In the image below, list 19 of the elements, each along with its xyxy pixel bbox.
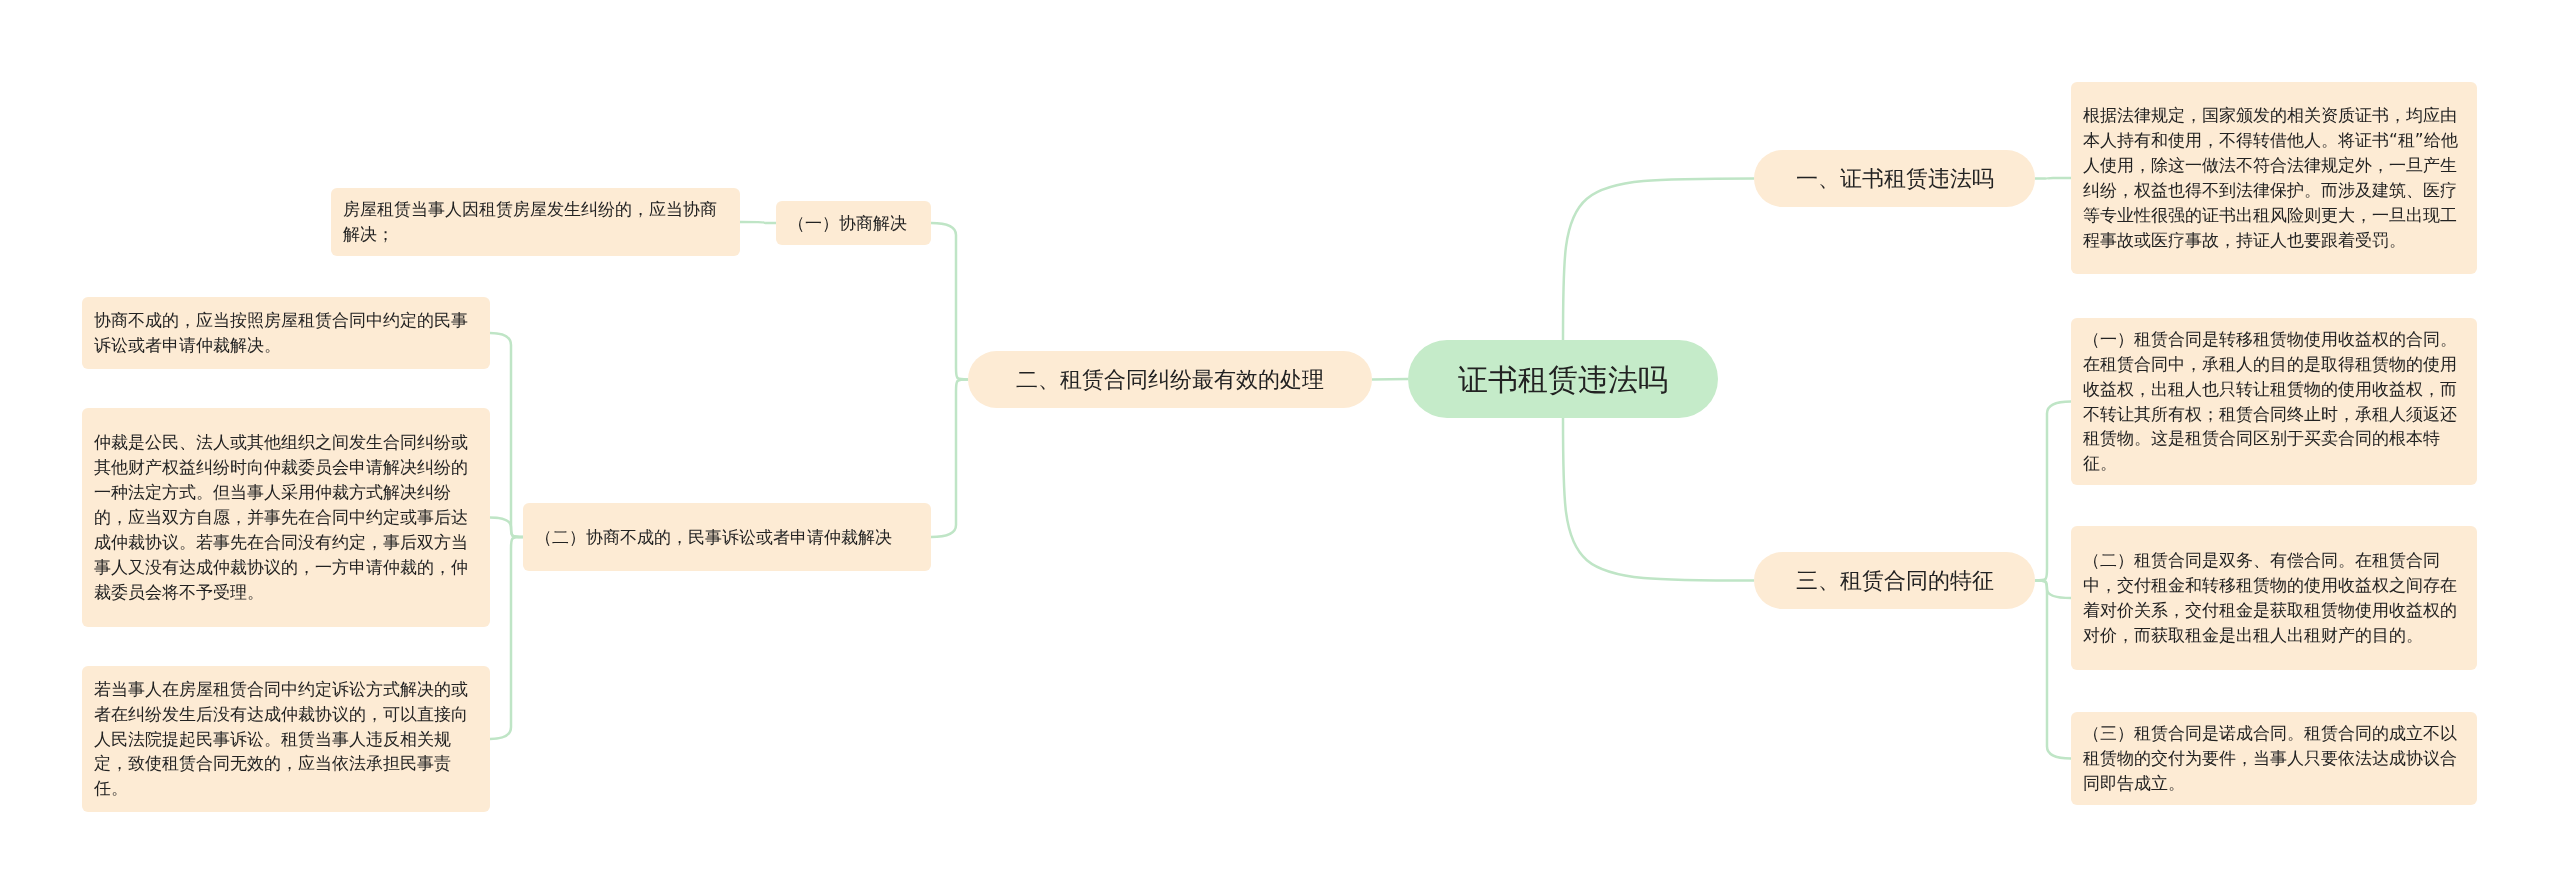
connector-line (740, 220, 776, 225)
connector-line (1372, 377, 1408, 381)
note-box: （一）租赁合同是转移租赁物使用收益权的合同。在租赁合同中，承租人的目的是取得租赁物的使用收益权，出租人也只转让租赁物的使用收益权，而不转让其所有权；租赁合同终止时，承租人须返还租赁物。这是租赁合同区别于买卖合同的根本特征。 (2071, 318, 2477, 485)
note-box: 若当事人在房屋租赁合同中约定诉讼方式解决的或者在纠纷发生后没有达成仲裁协议的，可以直接向人民法院提起民事诉讼。租赁当事人违反相关规定，致使租赁合同无效的，应当依法承担民事责任。 (82, 666, 490, 812)
note-box: 协商不成的，应当按照房屋租赁合同中约定的民事诉讼或者申请仲裁解决。 (82, 297, 490, 369)
subtopic-box: （二）协商不成的，民事诉讼或者申请仲裁解决 (523, 503, 931, 571)
connector-line (1561, 418, 1754, 582)
note-box: （三）租赁合同是诺成合同。租赁合同的成立不以租赁物的交付为要件，当事人只要依法达成协议合同即告成立。 (2071, 712, 2477, 805)
branch-topic: 三、租赁合同的特征 (1754, 552, 2035, 609)
connector-line (1561, 177, 1754, 340)
branch-topic: 一、证书租赁违法吗 (1754, 150, 2035, 207)
connector-line (2035, 176, 2071, 180)
note-box: 房屋租赁当事人因租赁房屋发生纠纷的，应当协商解决； (331, 188, 740, 256)
subtopic-box: （一）协商解决 (776, 201, 931, 245)
note-box: （二）租赁合同是双务、有偿合同。在租赁合同中，交付租金和转移租赁物的使用收益权之间存在着对价关系，交付租金是获取租赁物使用收益权的对价，而获取租金是出租人出租财产的目的。 (2071, 526, 2477, 670)
note-box: 根据法律规定，国家颁发的相关资质证书，均应由本人持有和使用，不得转借他人。将证书“租”给他人使用，除这一做法不符合法律规定外，一旦产生纠纷，权益也得不到法律保护。而涉及建筑、医疗等专业性很强的证书出租风险则更大，一旦出现工程事故或医疗事故，持证人也要跟着受罚。 (2071, 82, 2477, 274)
branch-topic: 二、租赁合同纠纷最有效的处理 (968, 351, 1372, 408)
note-box: 仲裁是公民、法人或其他组织之间发生合同纠纷或其他财产权益纠纷时向仲裁委员会申请解决纠纷的一种法定方式。但当事人采用仲裁方式解决纠纷的，应当双方自愿，并事先在合同中约定或事后达成仲裁协议。若事先在合同没有约定，事后双方当事人又没有达成仲裁协议的，一方申请仲裁的，仲裁委员会将不予受理。 (82, 408, 490, 627)
central-topic: 证书租赁违法吗 (1408, 340, 1718, 418)
